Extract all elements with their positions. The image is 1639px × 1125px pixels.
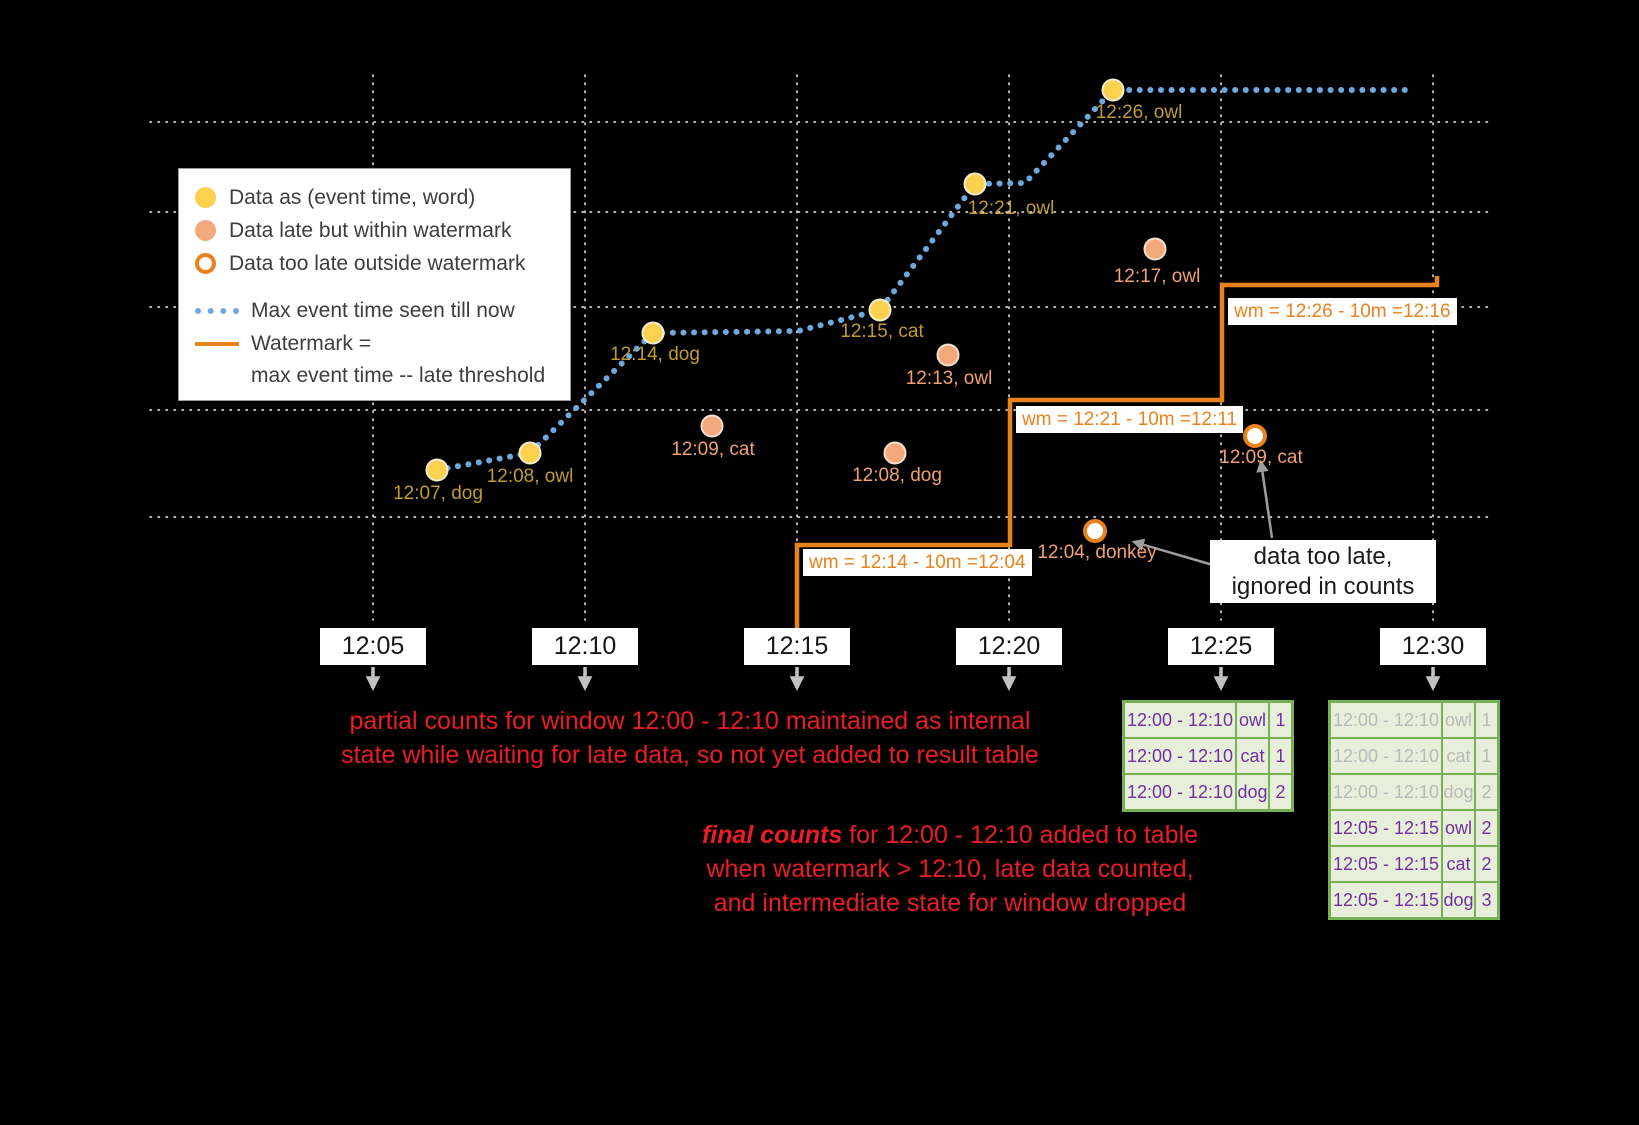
final-counts-emphasis: final counts — [701, 821, 843, 849]
data-point-late-label: 12:17, owl — [1113, 266, 1201, 287]
result-count-cell: 1 — [1270, 703, 1291, 737]
legend-label-watermark-2: max event time -- late threshold — [251, 363, 546, 387]
result-word-cell: owl — [1443, 703, 1474, 737]
final-counts-note: final counts for 12:00 - 12:10 added to … — [640, 818, 1260, 920]
watermark-line — [794, 276, 1440, 628]
partial-counts-note-line1: partial counts for window 12:00 - 12:10 … — [349, 707, 1031, 735]
late-dot-icon — [195, 220, 216, 241]
data-point-late-label: 12:08, dog — [852, 465, 942, 486]
legend-item-max-event-time: Max event time seen till now — [195, 294, 554, 327]
data-point-late — [936, 343, 960, 367]
result-window-cell: 12:00 - 12:10 — [1125, 775, 1235, 809]
final-counts-note-line2: when watermark > 12:10, late data counte… — [706, 855, 1194, 883]
legend-item-on-time: Data as (event time, word) — [195, 181, 554, 214]
max-event-time-line-icon — [195, 307, 239, 314]
data-point-late-label: 12:13, owl — [905, 368, 993, 389]
result-window-cell: 12:05 - 12:15 — [1331, 847, 1441, 881]
partial-counts-note-line2: state while waiting for late data, so no… — [341, 741, 1039, 769]
too-late-arrow-to-cat — [1256, 459, 1274, 539]
result-count-cell: 1 — [1270, 739, 1291, 773]
result-count-cell: 2 — [1270, 775, 1291, 809]
result-count-cell: 2 — [1476, 847, 1497, 881]
result-word-cell: dog — [1443, 883, 1474, 917]
legend-item-watermark: Watermark = — [195, 327, 554, 360]
axis-tick-1205: 12:05 — [320, 628, 426, 665]
max-event-time-line — [434, 87, 1416, 473]
watermark-line-icon — [195, 341, 239, 346]
data-point-on-time — [425, 458, 449, 482]
data-point-on-time — [1101, 78, 1125, 102]
result-word-cell: cat — [1443, 739, 1474, 773]
final-counts-note-line1-rest: for 12:00 - 12:10 added to table — [842, 821, 1199, 849]
too-late-note-line1: data too late, — [1253, 542, 1393, 570]
axis-tick-1230: 12:30 — [1380, 628, 1486, 665]
data-point-on-time — [868, 298, 892, 322]
result-count-cell: 2 — [1476, 811, 1497, 845]
too-late-arrow-to-donkey — [1131, 538, 1214, 567]
legend-label: Watermark = — [251, 331, 371, 355]
result-window-cell: 12:00 - 12:10 — [1125, 739, 1235, 773]
result-word-cell: cat — [1237, 739, 1268, 773]
result-count-cell: 3 — [1476, 883, 1497, 917]
data-point-on-time — [963, 172, 987, 196]
result-count-cell: 1 — [1476, 703, 1497, 737]
partial-counts-note: partial counts for window 12:00 - 12:10 … — [320, 704, 1060, 772]
data-point-on-time-label: 12:26, owl — [1095, 102, 1183, 123]
result-window-cell: 12:00 - 12:10 — [1331, 703, 1441, 737]
data-point-on-time-label: 12:08, owl — [486, 466, 574, 487]
result-window-cell: 12:00 - 12:10 — [1331, 739, 1441, 773]
data-point-on-time — [518, 441, 542, 465]
too-late-note-line2: ignored in counts — [1231, 572, 1415, 600]
legend-label: Max event time seen till now — [251, 298, 515, 322]
legend-label: Data late but within watermark — [229, 218, 512, 242]
result-word-cell: owl — [1443, 811, 1474, 845]
data-point-on-time-label: 12:15, cat — [840, 321, 924, 342]
data-point-on-time-label: 12:14, dog — [610, 344, 700, 365]
too-late-note-arrows — [1131, 459, 1274, 567]
legend-item-late: Data late but within watermark — [195, 214, 554, 247]
legend: Data as (event time, word) Data late but… — [178, 168, 571, 401]
watermark-value-label: wm = 12:14 - 10m =12:04 — [803, 549, 1032, 576]
tick-arrows — [365, 667, 1441, 691]
axis-tick-1220: 12:20 — [956, 628, 1062, 665]
result-window-cell: 12:00 - 12:10 — [1331, 775, 1441, 809]
too-late-note: data too late, ignored in counts — [1210, 540, 1436, 603]
axis-tick-1210: 12:10 — [532, 628, 638, 665]
result-word-cell: dog — [1443, 775, 1474, 809]
result-window-cell: 12:05 - 12:15 — [1331, 811, 1441, 845]
too-late-dot-icon — [195, 253, 216, 274]
result-word-cell: dog — [1237, 775, 1268, 809]
data-point-late — [700, 414, 724, 438]
legend-label: Data as (event time, word) — [229, 185, 476, 209]
axis-tick-1225: 12:25 — [1168, 628, 1274, 665]
final-counts-note-line3: and intermediate state for window droppe… — [713, 889, 1187, 917]
legend-label: Data too late outside watermark — [229, 251, 526, 275]
legend-item-too-late: Data too late outside watermark — [195, 247, 554, 280]
result-word-cell: cat — [1443, 847, 1474, 881]
legend-spacer — [195, 280, 554, 294]
on-time-dot-icon — [195, 187, 216, 208]
final-counts-note-line1: final counts for 12:00 - 12:10 added to … — [640, 818, 1260, 852]
watermark-value-label: wm = 12:26 - 10m =12:16 — [1228, 298, 1457, 325]
result-count-cell: 1 — [1476, 739, 1497, 773]
result-window-cell: 12:05 - 12:15 — [1331, 883, 1441, 917]
data-point-too-late-label: 12:09, cat — [1219, 447, 1303, 468]
data-point-too-late — [1243, 424, 1267, 448]
data-point-too-late-label: 12:04, donkey — [1037, 542, 1157, 563]
data-point-late — [883, 441, 907, 465]
data-point-late-label: 12:09, cat — [671, 439, 755, 460]
data-point-on-time-label: 12:07, dog — [393, 483, 483, 504]
data-point-on-time — [641, 321, 665, 345]
data-point-late — [1143, 237, 1167, 261]
result-count-cell: 2 — [1476, 775, 1497, 809]
data-point-on-time-label: 12:21, owl — [967, 198, 1055, 219]
result-word-cell: owl — [1237, 703, 1268, 737]
axis-tick-1215: 12:15 — [744, 628, 850, 665]
watermark-value-label: wm = 12:21 - 10m =12:11 — [1016, 406, 1244, 433]
data-point-too-late — [1083, 519, 1107, 543]
result-window-cell: 12:00 - 12:10 — [1125, 703, 1235, 737]
